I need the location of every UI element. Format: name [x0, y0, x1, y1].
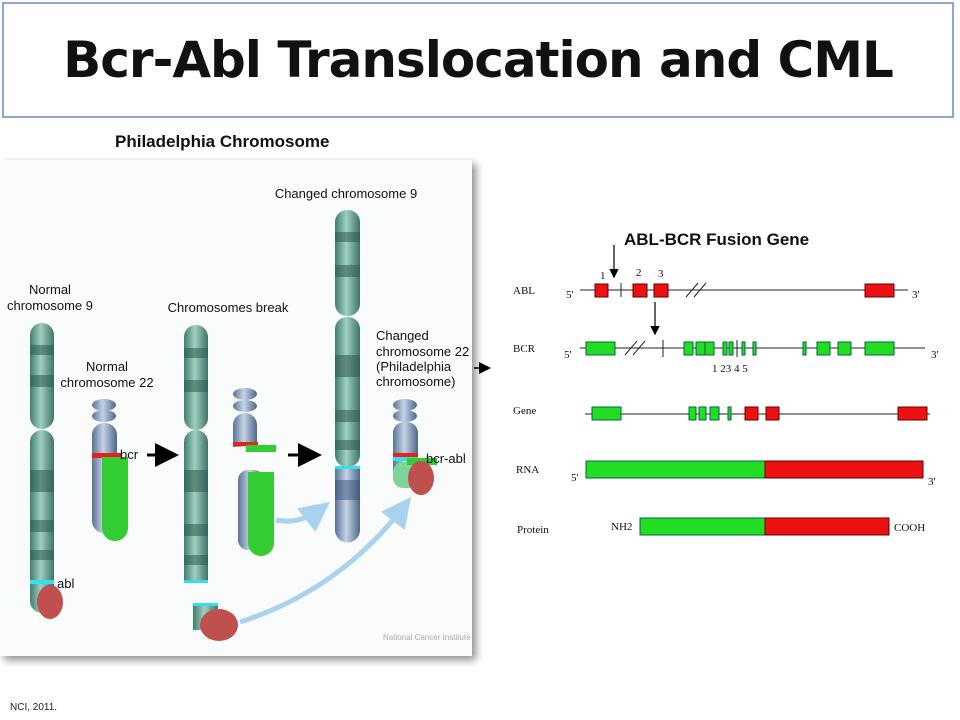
abl-exon-1: 1 [600, 270, 606, 282]
three-prime: 3' [928, 476, 936, 488]
normal-chr22-label-1: Normal [86, 359, 128, 374]
translocation-arrow [275, 501, 330, 533]
bcr-label: bcr [120, 447, 139, 462]
break-label: Chromosomes break [168, 300, 289, 315]
row-label-rna: RNA [516, 464, 539, 476]
three-prime: 3' [912, 289, 920, 301]
row-label-gene: Gene [513, 405, 536, 417]
changed-chr22-label-2: chromosome 22 [376, 344, 469, 359]
changed-chr22-label-1: Changed [376, 328, 429, 343]
bcr-gene-row: BCR 5' 3' 1 23 4 5 [513, 340, 939, 375]
normal-chr9-label-1: Normal [29, 282, 71, 297]
translocation-arrow [239, 497, 412, 625]
watermark: National Cancer Institute [383, 633, 471, 642]
philadelphia-chromosome [393, 399, 437, 495]
five-prime: 5' [566, 289, 574, 301]
broken-chromosome-22 [233, 388, 276, 556]
changed-chr22-label-4: chromosome) [376, 374, 455, 389]
row-label-bcr: BCR [513, 343, 536, 355]
row-label-protein: Protein [517, 524, 549, 536]
row-label-abl: ABL [513, 285, 535, 297]
normal-chromosome-9 [30, 323, 63, 619]
normal-chr9-label-2: chromosome 9 [7, 298, 93, 313]
left-heading: Philadelphia Chromosome [115, 132, 330, 151]
right-heading: ABL-BCR Fusion Gene [624, 230, 810, 249]
citation: NCI, 2011. [10, 702, 58, 713]
fusion-gene-row: Gene [513, 405, 930, 421]
rna-row: RNA 5' 3' [516, 460, 936, 488]
three-prime: 3' [931, 349, 939, 361]
five-prime: 5' [564, 349, 572, 361]
nh2-label: NH2 [611, 521, 632, 533]
five-prime: 5' [571, 472, 579, 484]
bcr-abl-label: bcr-abl [426, 451, 466, 466]
changed-chr22-label-3: (Philadelphia [376, 359, 452, 374]
abl-exon-2: 2 [636, 267, 642, 279]
slide-title: Bcr-Abl Translocation and CML [63, 31, 894, 89]
title-box: Bcr-Abl Translocation and CML [2, 2, 954, 118]
abl-exon-3: 3 [658, 268, 664, 280]
broken-chromosome-9 [184, 325, 238, 641]
changed-chromosome-9 [335, 210, 360, 543]
normal-chr22-label-2: chromosome 22 [60, 375, 153, 390]
bcr-exon-numbers: 1 23 4 5 [712, 363, 748, 375]
changed-chr9-label: Changed chromosome 9 [275, 186, 417, 201]
cooh-label: COOH [894, 522, 925, 534]
abl-gene-row: ABL 5' 3' 1 2 3 [513, 267, 920, 301]
abl-label: abl [57, 576, 74, 591]
normal-chromosome-22 [92, 399, 128, 541]
protein-row: Protein NH2 COOH [517, 517, 925, 536]
